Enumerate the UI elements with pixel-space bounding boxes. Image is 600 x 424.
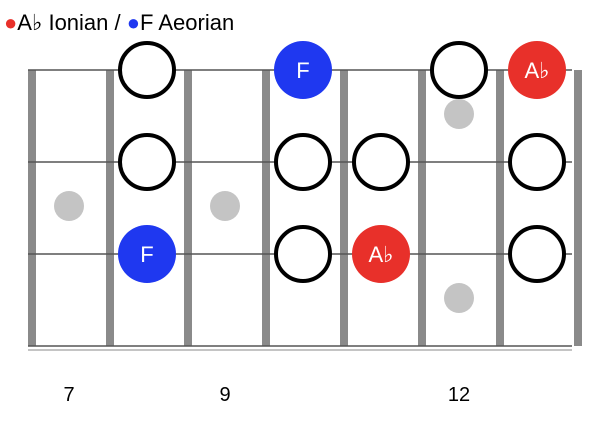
note-marker [430,41,488,99]
fret-number: 12 [448,384,470,406]
note-marker [274,225,332,283]
fret-bar [262,70,270,346]
note-marker [274,133,332,191]
fret-bar [496,70,504,346]
note-label: A♭ [524,58,549,83]
note-marker [274,41,332,99]
fret-number: 7 [63,384,74,406]
note-marker [508,41,566,99]
note-marker [118,41,176,99]
fret-inlay [210,191,240,221]
fret-bar [184,70,192,346]
note-marker [118,225,176,283]
fret-bar [106,70,114,346]
note-marker [352,225,410,283]
note-marker [508,225,566,283]
title-ab-ionian: A♭ Ionian / [17,10,127,35]
note-label: A♭ [368,242,393,267]
fret-bar [574,70,582,346]
fret-bar [418,70,426,346]
title-f-aeorian: F Aeorian [140,10,235,35]
note-label: F [140,242,153,267]
note-label: F [296,58,309,83]
note-marker [508,133,566,191]
fret-bar [28,70,36,346]
fret-inlay [54,191,84,221]
blue-dot-icon: ● [126,10,141,35]
note-marker [118,133,176,191]
fret-inlay [444,283,474,313]
fret-inlay [444,99,474,129]
diagram-title: ●A♭ Ionian / ●F Aeorian [4,10,234,36]
red-dot-icon: ● [4,10,18,35]
fret-bar [340,70,348,346]
fret-number: 9 [219,384,230,406]
note-marker [352,133,410,191]
